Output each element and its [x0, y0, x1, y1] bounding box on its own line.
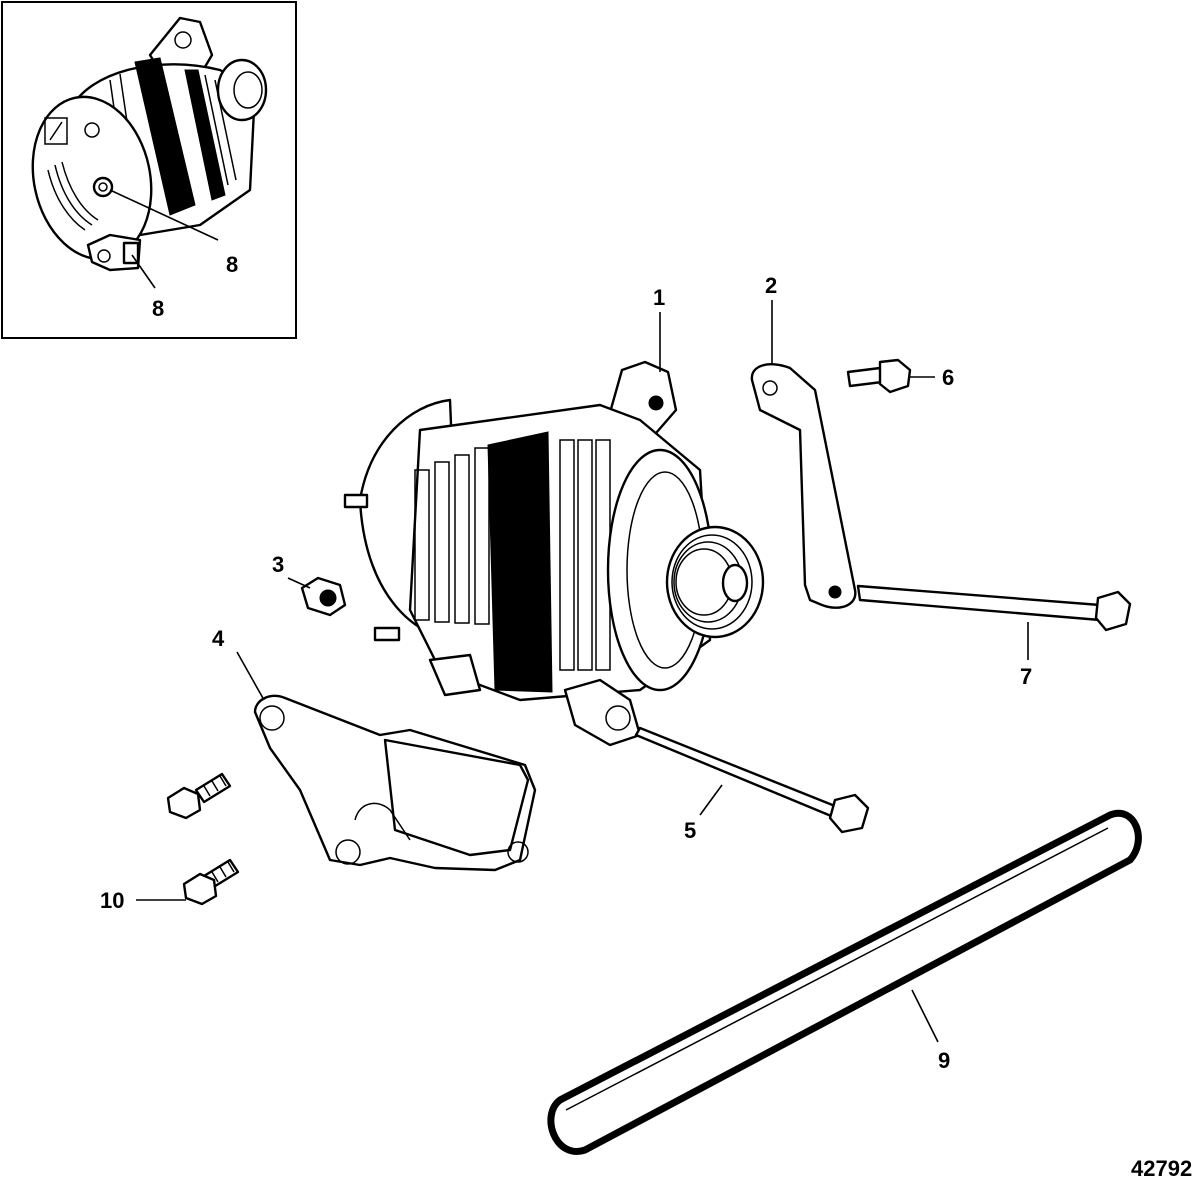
- callout-10: 10: [100, 888, 124, 913]
- callout-1: 1: [653, 285, 665, 310]
- leader-5: [699, 784, 723, 816]
- figure-number: 42792: [1131, 1156, 1192, 1181]
- leader-9: [911, 989, 939, 1043]
- callout-2: 2: [765, 273, 777, 298]
- leader-8b: [131, 254, 156, 289]
- leader-8a: [109, 189, 219, 241]
- callout-3: 3: [272, 552, 284, 577]
- callout-7: 7: [1020, 664, 1032, 689]
- alternator-drawing: [343, 360, 765, 747]
- drive-belt-drawing: [547, 809, 1142, 1155]
- long-bolt-5-drawing: [634, 726, 870, 834]
- inset-rear-view: 8 8: [1, 1, 297, 339]
- callout-6: 6: [942, 365, 954, 390]
- callout-8b: 8: [152, 296, 164, 321]
- tensioner-bracket-drawing: [253, 694, 537, 872]
- leader-4: [236, 651, 265, 701]
- callout-5: 5: [684, 818, 696, 843]
- short-bolt-drawing: [846, 358, 912, 394]
- brace-drawing: [750, 363, 857, 609]
- long-bolt-7-drawing: [856, 584, 1132, 632]
- inset-alternator-drawing: [31, 16, 268, 272]
- nut-drawing: [300, 576, 347, 617]
- callout-4: 4: [212, 626, 225, 651]
- screw-upper-drawing: [166, 772, 232, 820]
- leader-3: [287, 577, 311, 589]
- screw-lower-drawing: [182, 858, 240, 906]
- callout-9: 9: [938, 1048, 950, 1073]
- callout-8a: 8: [226, 252, 238, 277]
